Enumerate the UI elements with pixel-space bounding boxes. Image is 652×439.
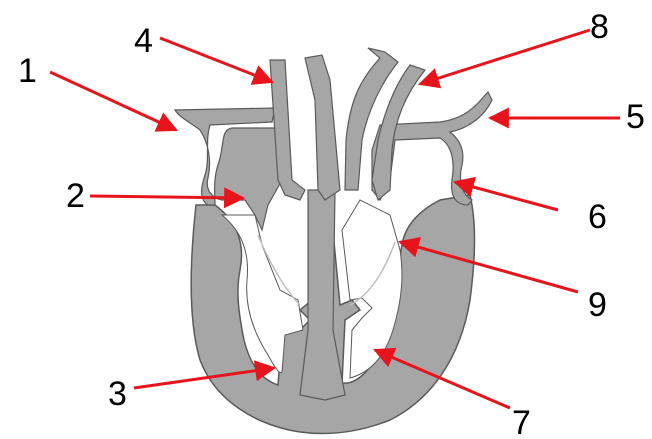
label-9: 9 [588, 286, 607, 324]
arrow-8 [420, 30, 590, 84]
right-atrium-wall [175, 108, 282, 230]
label-7: 7 [512, 404, 531, 439]
arrow-2 [90, 196, 243, 198]
label-5: 5 [626, 98, 645, 136]
arrow-1 [50, 72, 176, 130]
label-3: 3 [108, 375, 127, 413]
label-4: 4 [134, 22, 153, 60]
label-8: 8 [590, 8, 609, 46]
label-6: 6 [588, 198, 607, 236]
pulmonary-artery [305, 55, 340, 200]
label-2: 2 [66, 177, 85, 215]
label-1: 1 [18, 52, 37, 90]
arrow-4 [160, 38, 272, 82]
